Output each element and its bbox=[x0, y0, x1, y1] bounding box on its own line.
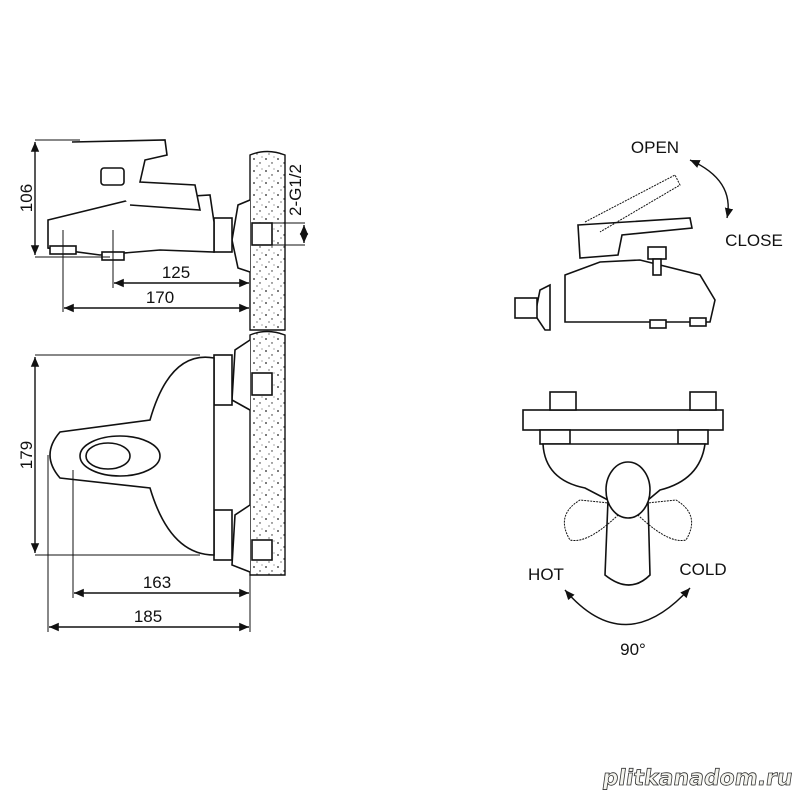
wall-flange bbox=[231, 199, 251, 273]
lever-center bbox=[605, 461, 651, 519]
top-view: 179 163 185 bbox=[17, 330, 286, 632]
hot-label: HOT bbox=[528, 565, 564, 584]
diverter-knob bbox=[100, 167, 125, 186]
wall-fitting bbox=[251, 222, 273, 246]
faucet-body-right bbox=[564, 259, 716, 323]
overall-depth-dimension: 170 bbox=[146, 288, 174, 307]
height-dimension-label: 106 bbox=[17, 184, 36, 212]
open-label: OPEN bbox=[631, 138, 679, 157]
side-view: 106 2-G1/2 125 170 bbox=[17, 139, 309, 331]
open-close-arrow bbox=[689, 159, 734, 219]
width-dimension-label: 179 bbox=[17, 441, 36, 469]
lever-operation-view: OPEN CLOSE bbox=[514, 138, 783, 331]
rotation-arrow bbox=[564, 587, 691, 626]
thread-size-label: 2-G1/2 bbox=[286, 164, 305, 216]
wall-section-bottom bbox=[249, 330, 286, 576]
watermark: plitkanadom.ru bbox=[601, 765, 794, 791]
hex-nut bbox=[213, 217, 233, 253]
spout-to-wall-dimension: 125 bbox=[162, 263, 190, 282]
front-view: HOT COLD 90° bbox=[522, 391, 727, 659]
cold-label: COLD bbox=[679, 560, 726, 579]
rotation-angle-label: 90° bbox=[620, 640, 646, 659]
lever-closed bbox=[577, 217, 693, 259]
lever-open-ghost bbox=[584, 174, 681, 233]
lever-side bbox=[71, 139, 201, 211]
top-overall-depth-dimension: 185 bbox=[134, 607, 162, 626]
close-label: CLOSE bbox=[725, 231, 783, 250]
handle-to-wall-dimension: 163 bbox=[143, 573, 171, 592]
